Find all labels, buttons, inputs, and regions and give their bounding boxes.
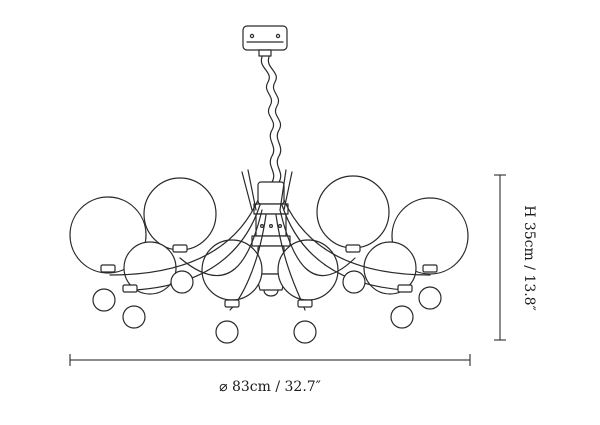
small-globe xyxy=(215,320,239,344)
decorative-prong xyxy=(241,171,253,211)
small-globe xyxy=(390,305,414,329)
glass-globe-shade xyxy=(316,175,390,249)
glass-globe-shade xyxy=(69,196,147,274)
chandelier-arms xyxy=(69,169,469,344)
small-globe xyxy=(122,305,146,329)
ceiling-canopy xyxy=(242,25,288,57)
chandelier-arm xyxy=(134,204,261,291)
hanging-chain xyxy=(260,56,282,183)
decorative-prong xyxy=(247,169,257,211)
glass-globe-shade xyxy=(363,241,417,295)
bulb-socket xyxy=(122,284,138,293)
bulb-socket xyxy=(172,244,188,253)
small-globe xyxy=(170,270,194,294)
glass-globe-shade xyxy=(123,241,177,295)
chandelier-arm xyxy=(109,199,259,276)
decorative-prong xyxy=(283,171,293,211)
decorative-prong xyxy=(279,169,287,211)
chandelier-arm xyxy=(283,199,431,276)
bulb-socket xyxy=(397,284,413,293)
chandelier-arm xyxy=(281,204,406,291)
height-dimension-line xyxy=(494,174,506,341)
height-dimension-label: H 35cm / 13.8″ xyxy=(521,205,537,311)
small-globe xyxy=(418,286,442,310)
chandelier-arm xyxy=(279,209,356,277)
small-globe xyxy=(293,320,317,344)
chandelier-arm xyxy=(179,209,263,277)
glass-globe-shade xyxy=(143,177,217,251)
small-globe xyxy=(92,288,116,312)
bulb-socket xyxy=(100,264,116,273)
width-dimension-line xyxy=(69,354,471,366)
width-dimension-label: ⌀ 83cm / 32.7″ xyxy=(219,379,321,395)
bulb-socket xyxy=(224,299,240,308)
bulb-socket xyxy=(422,264,438,273)
small-globe xyxy=(342,270,366,294)
bulb-socket xyxy=(297,299,313,308)
bulb-socket xyxy=(345,244,361,253)
